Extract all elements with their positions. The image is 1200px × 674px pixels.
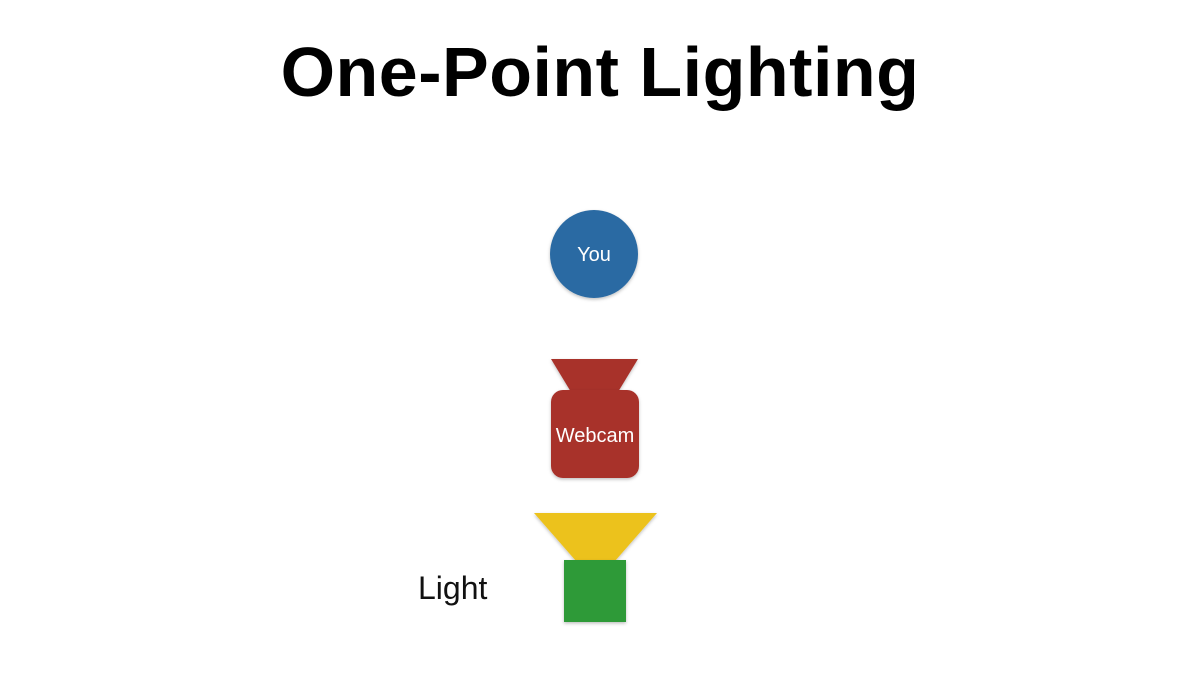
slide-title: One-Point Lighting	[280, 33, 920, 111]
webcam-lens	[551, 359, 638, 392]
webcam-body	[551, 390, 639, 478]
webcam-label: Webcam	[556, 425, 635, 447]
you-label: You	[577, 244, 611, 266]
light-reflector	[534, 513, 657, 561]
light-label: Light	[418, 570, 488, 606]
light-base	[564, 560, 626, 622]
light-node	[534, 513, 657, 622]
you-circle	[550, 210, 638, 298]
you-node: You	[550, 210, 638, 298]
webcam-node: Webcam	[551, 359, 639, 478]
